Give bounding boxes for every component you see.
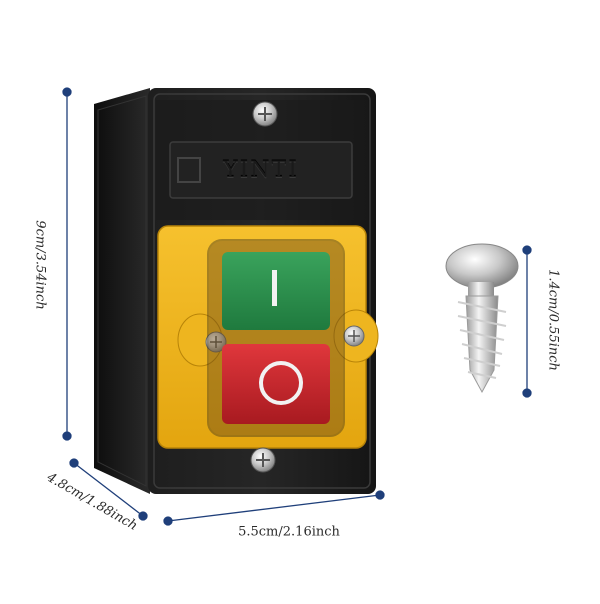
width-label: 5.5cm/2.16inch — [238, 524, 340, 540]
width-dimension-line — [167, 494, 381, 522]
screw-length-label: 1.4cm/0.55inch — [545, 269, 561, 371]
off-button — [222, 344, 330, 424]
bottom-screw — [250, 447, 276, 473]
off-symbol — [259, 361, 303, 405]
housing-side — [94, 88, 150, 494]
on-symbol — [272, 270, 277, 306]
mounting-screw — [445, 243, 519, 394]
top-screw — [252, 101, 278, 127]
height-label: 9cm/3.54inch — [32, 220, 48, 310]
brand-plate — [169, 141, 353, 199]
depth-dimension-line — [73, 462, 144, 517]
brand-name: YINTI — [223, 157, 299, 183]
dimension-lines — [62, 87, 532, 526]
